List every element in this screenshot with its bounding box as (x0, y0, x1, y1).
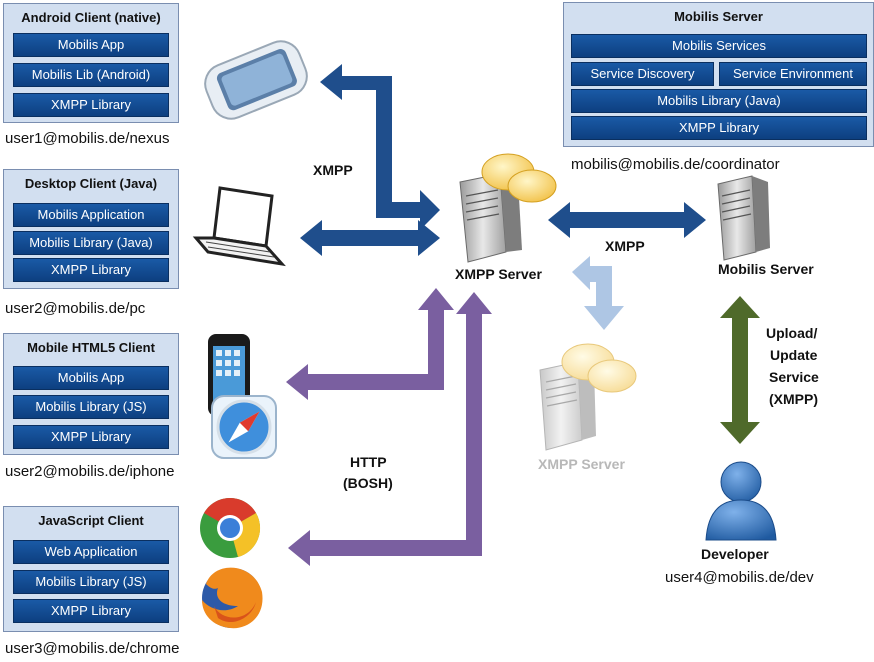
layer-library: Mobilis Lib (Android) (13, 63, 169, 87)
developer-icon (705, 461, 777, 541)
safari-icon (211, 395, 277, 459)
panel-title: Android Client (native) (21, 10, 161, 25)
arrow-server-mobilis (548, 202, 706, 238)
layer-app: Mobilis App (13, 33, 169, 57)
layer-mobilis-library-java: Mobilis Library (Java) (571, 89, 867, 113)
layer-library: Mobilis Library (JS) (13, 395, 169, 419)
arrow-desktop-xmpp (300, 220, 440, 256)
layer-app: Mobilis App (13, 366, 169, 390)
layer-service-environment: Service Environment (719, 62, 867, 86)
desktop-client-panel: Desktop Client (Java) Mobilis Applicatio… (3, 169, 179, 289)
xmpp-server-server-label: XMPP (605, 238, 645, 254)
arrow-android-xmpp (320, 64, 440, 230)
javascript-client-panel: JavaScript Client Web Application Mobili… (3, 506, 179, 632)
arrow-js-bosh (288, 292, 492, 566)
desktop-jid: user2@mobilis.de/pc (5, 300, 146, 317)
android-client-panel: Android Client (native) Mobilis App Mobi… (3, 3, 179, 123)
mobilis-server-icon (717, 175, 770, 261)
layer-mobilis-services: Mobilis Services (571, 34, 867, 58)
android-jid: user1@mobilis.de/nexus (5, 130, 170, 147)
mobilis-server-panel: Mobilis Server Mobilis Services Service … (563, 2, 874, 147)
layer-app: Web Application (13, 540, 169, 564)
update-label: Update (770, 347, 818, 363)
layer-app: Mobilis Application (13, 203, 169, 227)
arrow-upload-service (720, 296, 760, 444)
panel-title: Mobilis Server (674, 9, 763, 24)
layer-xmpp: XMPP Library (13, 599, 169, 623)
panel-title: JavaScript Client (38, 513, 144, 528)
html5-client-panel: Mobile HTML5 Client Mobilis App Mobilis … (3, 333, 179, 455)
upload-label: Upload/ (766, 325, 818, 341)
chrome-icon (200, 498, 261, 558)
xmpp-server-label: XMPP Server (455, 266, 542, 282)
upload-xmpp-label: (XMPP) (769, 391, 818, 407)
xmpp-server-icon (459, 153, 557, 263)
layer-xmpp-library: XMPP Library (571, 116, 867, 140)
xmpp-clients-label: XMPP (313, 162, 353, 178)
bosh-label: (BOSH) (343, 475, 393, 491)
mobilis-server-jid: mobilis@mobilis.de/coordinator (571, 156, 780, 173)
developer-jid: user4@mobilis.de/dev (665, 569, 814, 586)
laptop-icon (192, 186, 286, 267)
layer-xmpp: XMPP Library (13, 258, 169, 282)
android-phone-icon (204, 40, 308, 120)
layer-service-discovery: Service Discovery (571, 62, 714, 86)
layer-library: Mobilis Library (Java) (13, 231, 169, 255)
javascript-jid: user3@mobilis.de/chrome (5, 640, 180, 657)
arrow-html5-bosh (286, 288, 454, 400)
panel-title: Desktop Client (Java) (24, 176, 158, 191)
layer-xmpp: XMPP Library (13, 425, 169, 449)
developer-label: Developer (701, 546, 769, 562)
http-label: HTTP (350, 454, 387, 470)
mobilis-server-label: Mobilis Server (718, 261, 814, 277)
panel-title: Mobile HTML5 Client (27, 340, 155, 355)
secondary-xmpp-server-label: XMPP Server (538, 456, 625, 472)
arrow-secondary-server (572, 256, 624, 330)
layer-xmpp: XMPP Library (13, 93, 169, 117)
firefox-icon (202, 567, 263, 629)
secondary-xmpp-server-icon (539, 343, 637, 451)
html5-jid: user2@mobilis.de/iphone (5, 463, 175, 480)
service-label: Service (769, 369, 819, 385)
layer-library: Mobilis Library (JS) (13, 570, 169, 594)
